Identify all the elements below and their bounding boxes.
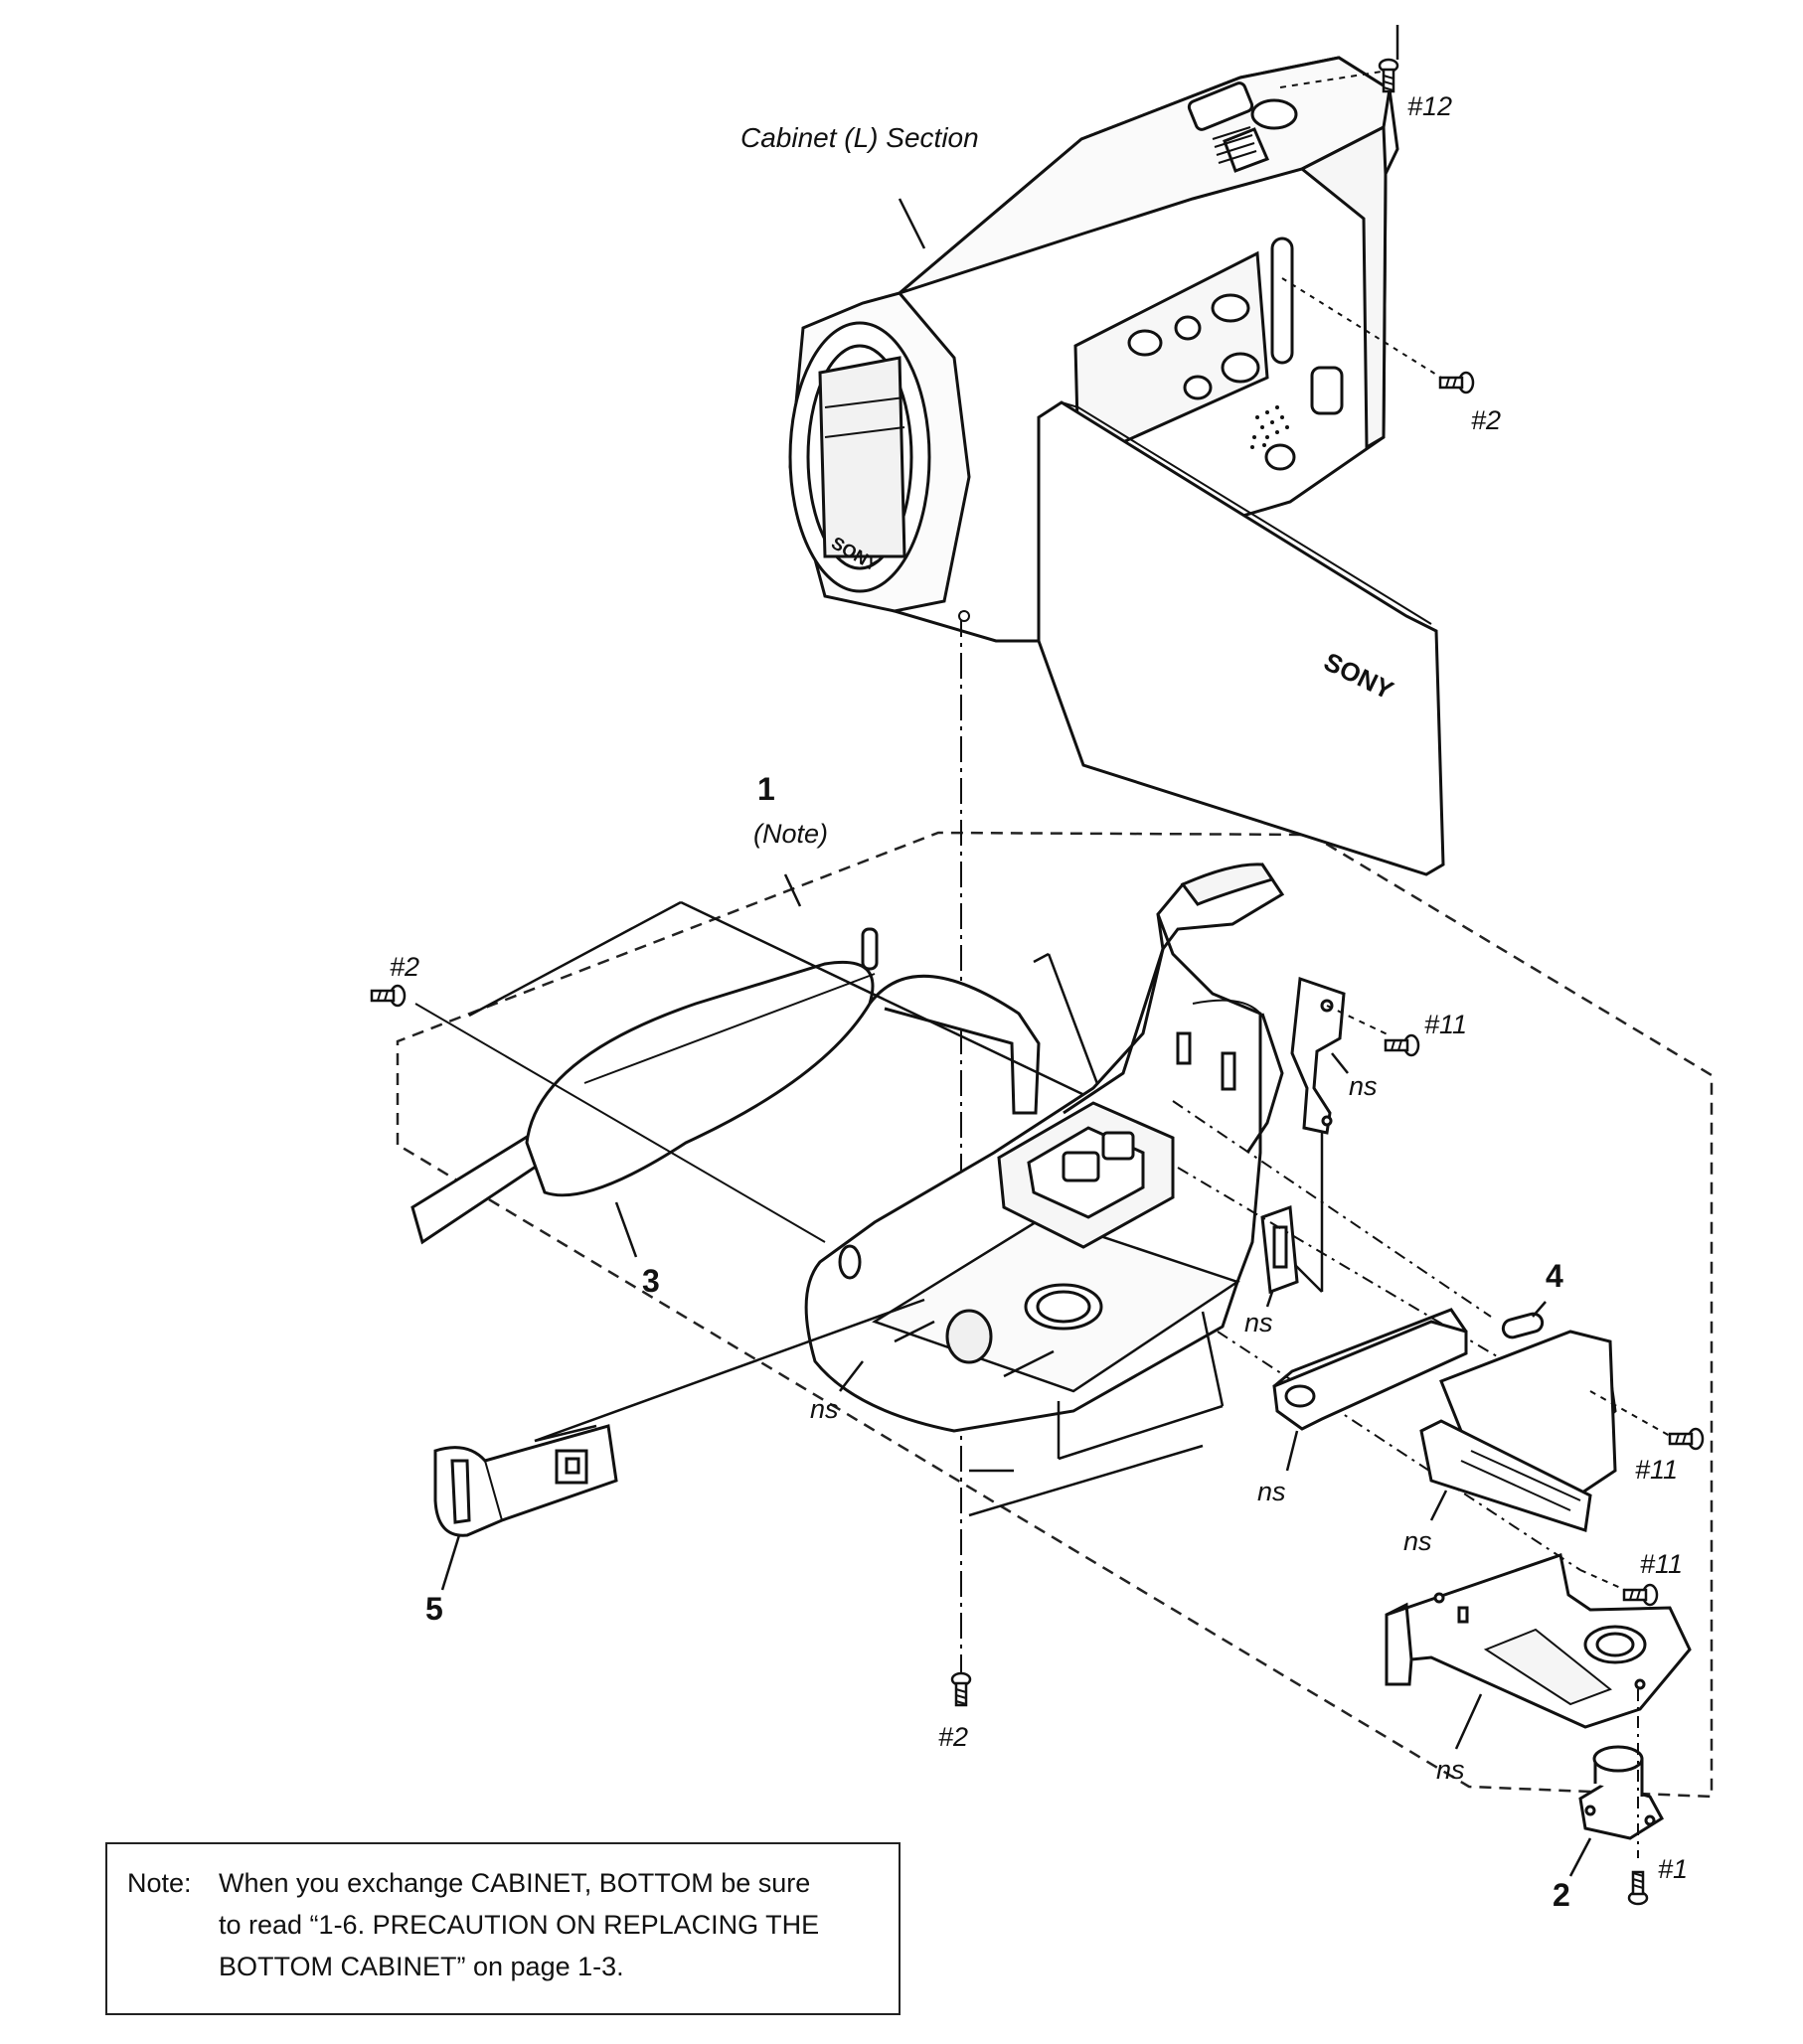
screw-2-camera-label: #2 — [1471, 405, 1501, 435]
callout-3-leader — [614, 1201, 638, 1258]
screw-11-lower-icon — [1622, 1583, 1659, 1607]
grip-belt-leader-b — [468, 900, 682, 1018]
battery-holder — [1272, 1308, 1617, 1532]
bottom-plate — [1385, 1553, 1692, 1729]
screw-12-label: #12 — [1407, 91, 1452, 121]
callout-4: 4 — [1546, 1258, 1563, 1294]
screw-11-upper-icon — [1384, 1033, 1420, 1057]
screw-2-left-icon — [370, 984, 407, 1008]
upper-bracket — [1290, 976, 1346, 1135]
note-box: Note: When you exchange CABINET, BOTTOM … — [105, 1842, 901, 2015]
screw-1-icon — [1627, 1870, 1649, 1906]
screw-2-left-label: #2 — [390, 952, 419, 982]
screw-11-middle-icon — [1668, 1427, 1705, 1451]
ns-label-cabinet: ns — [810, 1394, 839, 1424]
section-leader — [898, 198, 926, 249]
callout-1-note: (Note) — [753, 819, 828, 849]
callout-2: 2 — [1553, 1877, 1570, 1913]
ns-label-plate: ns — [1436, 1755, 1465, 1785]
screw-1-label: #1 — [1658, 1854, 1688, 1884]
callout-1: 1 — [757, 771, 775, 807]
part-2-tripod-receptacle — [1578, 1745, 1664, 1840]
note-prefix: Note: — [127, 1868, 192, 1898]
strap-loop — [1260, 1204, 1299, 1295]
part-5-leader-a — [534, 1298, 925, 1443]
screw-2-left-leader — [414, 1003, 826, 1243]
screw-11-lower-label: #11 — [1640, 1549, 1683, 1579]
screw-2-bottom-label: #2 — [938, 1722, 968, 1752]
note-line-2: to read “1-6. PRECAUTION ON REPLACING TH… — [219, 1910, 820, 1940]
screw-11-upper-label: #11 — [1424, 1010, 1467, 1039]
screw-2-bottom-icon — [950, 1671, 972, 1707]
callout-3: 3 — [642, 1263, 660, 1299]
grip-belt — [410, 927, 1041, 1245]
ns-label-strap: ns — [1244, 1308, 1273, 1337]
section-label: Cabinet (L) Section — [740, 122, 979, 153]
bottom-cabinet — [804, 863, 1285, 1433]
speaker-grille — [1250, 405, 1289, 449]
screw-2-camera-icon — [1438, 371, 1475, 394]
zoom-lever-ribs — [1212, 126, 1257, 164]
screw-12-dotted — [1279, 71, 1383, 88]
ns-label-terminal: ns — [1403, 1526, 1432, 1556]
callout-1-leader — [783, 873, 802, 907]
grip-belt-leader-a — [680, 900, 1106, 1107]
note-line-3: BOTTOM CABINET” on page 1-3. — [219, 1952, 624, 1981]
screw-11-middle-label: #11 — [1635, 1455, 1678, 1485]
screw-2-camera-dotted — [1281, 277, 1442, 379]
callout-5: 5 — [425, 1591, 443, 1627]
note-line-1: When you exchange CABINET, BOTTOM be sur… — [219, 1868, 811, 1898]
part-4-pin — [1501, 1312, 1545, 1339]
part-5-strap — [433, 1424, 618, 1537]
ns-label-bracket: ns — [1349, 1071, 1378, 1101]
ns-label-holder: ns — [1257, 1477, 1286, 1506]
camcorder-body: SONY SONY — [788, 56, 1445, 876]
